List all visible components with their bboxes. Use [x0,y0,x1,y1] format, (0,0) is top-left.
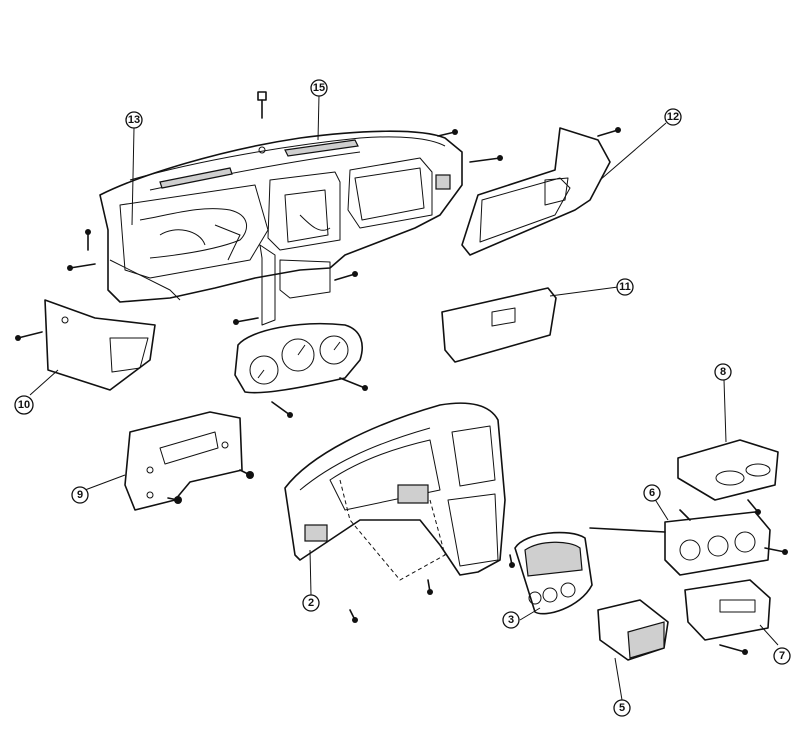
svg-text:6: 6 [649,487,655,499]
heater-control-unit [589,509,788,576]
callout-2: 2 [302,594,320,612]
svg-text:8: 8 [720,366,726,378]
callout-8: 8 [714,363,732,381]
svg-text:12: 12 [667,111,679,123]
svg-text:15: 15 [313,82,325,94]
center-tray [677,439,779,515]
callout-15: 15 [310,79,328,97]
callout-9: 9 [71,486,89,504]
callout-10: 10 [14,395,34,415]
svg-text:3: 3 [508,614,514,626]
glove-box [441,287,557,363]
mounting-screws [67,91,621,325]
center-bracket [124,411,254,511]
audio-unit [684,579,771,655]
callout-5: 5 [613,699,631,717]
crash-pad-assembly [99,130,463,326]
svg-text:5: 5 [619,702,625,714]
lower-panel-right [461,127,611,256]
lower-panel-left [15,299,156,391]
callout-11: 11 [616,278,634,296]
instrument-cluster [234,322,368,418]
svg-text:7: 7 [779,650,785,662]
svg-text:10: 10 [18,399,30,411]
ashtray [597,599,669,661]
leader-lines [29,94,779,701]
svg-text:11: 11 [619,281,631,293]
callout-13: 13 [125,111,143,129]
svg-text:13: 13 [128,114,140,126]
callout-7: 7 [773,647,791,665]
center-facia-panel [284,402,515,623]
callout-6: 6 [643,484,661,502]
callout-12: 12 [664,108,682,126]
center-vent-panel [514,531,593,615]
svg-text:2: 2 [308,597,314,609]
callout-3: 3 [502,611,520,629]
svg-text:9: 9 [77,489,83,501]
